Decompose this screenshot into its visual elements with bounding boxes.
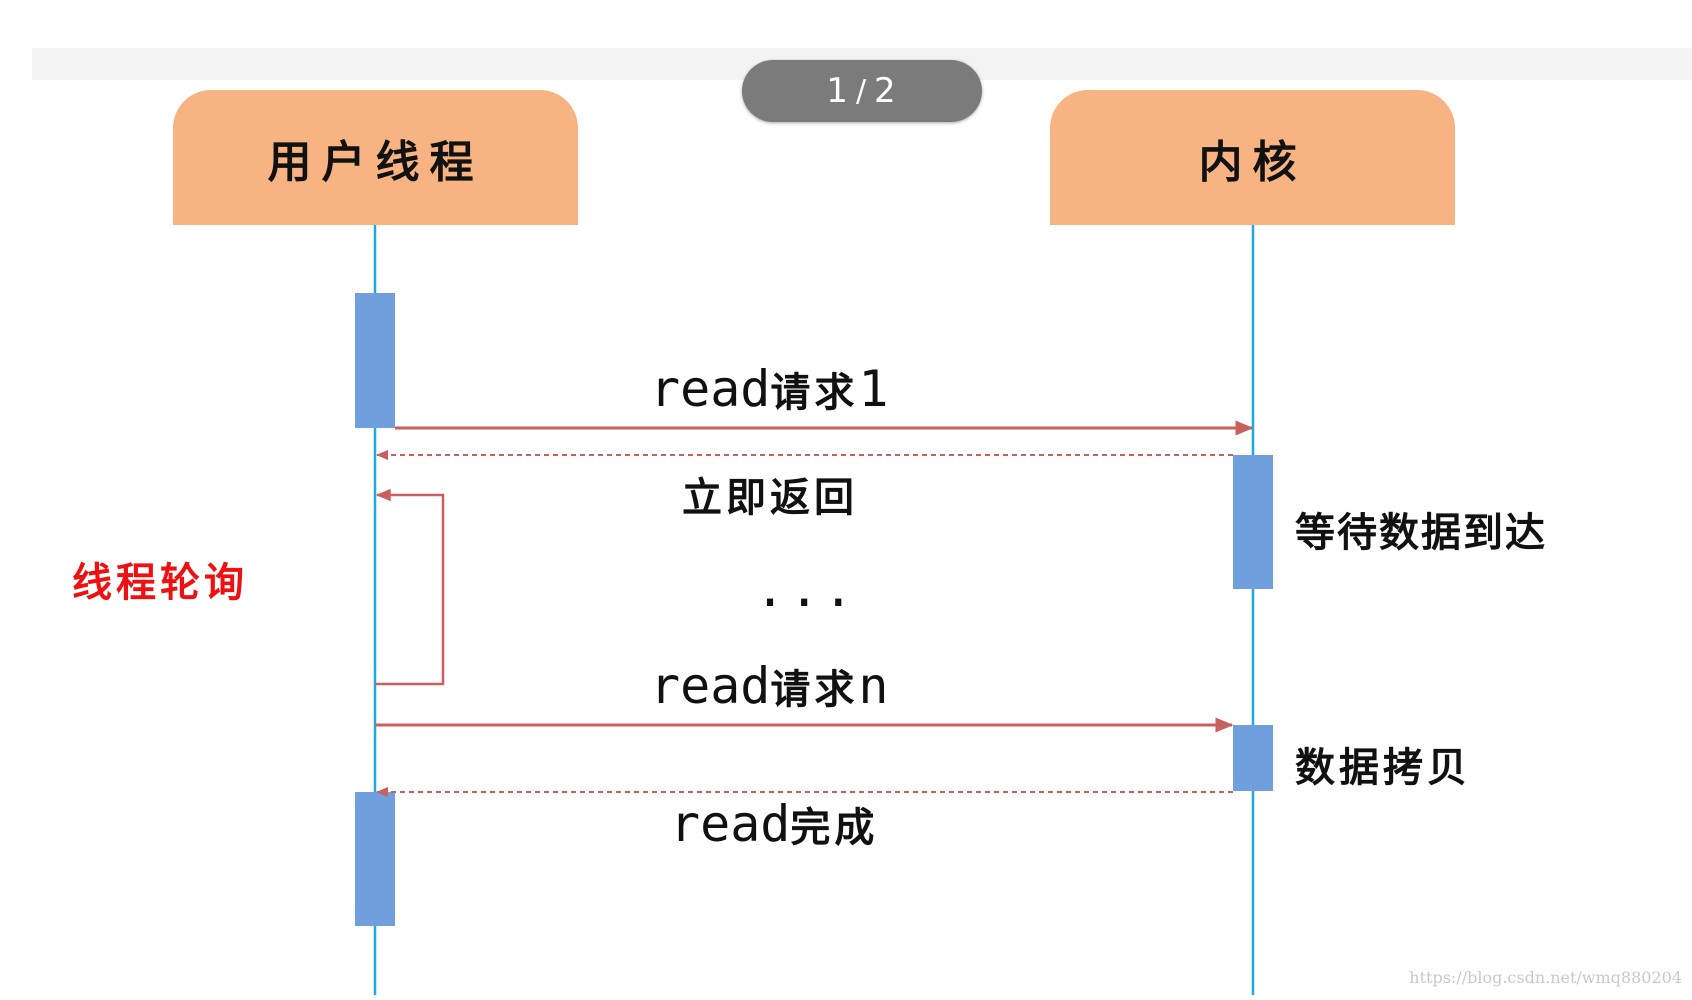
participant-kernel: 内核 <box>1050 90 1455 225</box>
label-read-request-1-prefix: read <box>650 360 771 418</box>
activation-kernel-copy <box>1233 725 1273 791</box>
label-read-request-n-middle: 请求 <box>770 667 859 713</box>
note-data-copy: 数据拷贝 <box>1295 745 1471 791</box>
note-wait-data-arrival: 等待数据到达 <box>1295 510 1547 556</box>
page-current: 1 <box>826 71 850 111</box>
label-read-request-1: read请求1 <box>650 360 889 418</box>
activation-user-2 <box>355 792 395 926</box>
label-read-complete: read完成 <box>670 795 878 853</box>
arrow-polling-loop <box>375 488 445 686</box>
label-read-request-n: read请求n <box>650 657 889 715</box>
label-read-request-1-middle: 请求 <box>770 370 859 416</box>
page-indicator[interactable]: 1/2 <box>742 60 982 122</box>
label-read-request-n-prefix: read <box>650 657 771 715</box>
label-read-complete-middle: 完成 <box>790 805 879 851</box>
activation-user-1 <box>355 293 395 428</box>
participant-kernel-label: 内核 <box>1198 136 1307 188</box>
label-read-complete-prefix: read <box>670 795 791 853</box>
note-thread-polling: 线程轮询 <box>72 560 248 606</box>
label-immediate-return: 立即返回 <box>682 475 858 521</box>
page-separator: / <box>855 73 869 109</box>
label-read-request-n-suffix: n <box>858 657 889 715</box>
watermark-url: https://blog.csdn.net/wmq880204 <box>1409 968 1682 987</box>
page-total: 2 <box>874 71 898 111</box>
label-ellipsis: ... <box>755 560 858 618</box>
participant-user-thread: 用户线程 <box>173 90 578 225</box>
activation-kernel-wait <box>1233 455 1273 589</box>
participant-user-thread-label: 用户线程 <box>267 136 484 188</box>
label-read-request-1-suffix: 1 <box>858 360 889 418</box>
